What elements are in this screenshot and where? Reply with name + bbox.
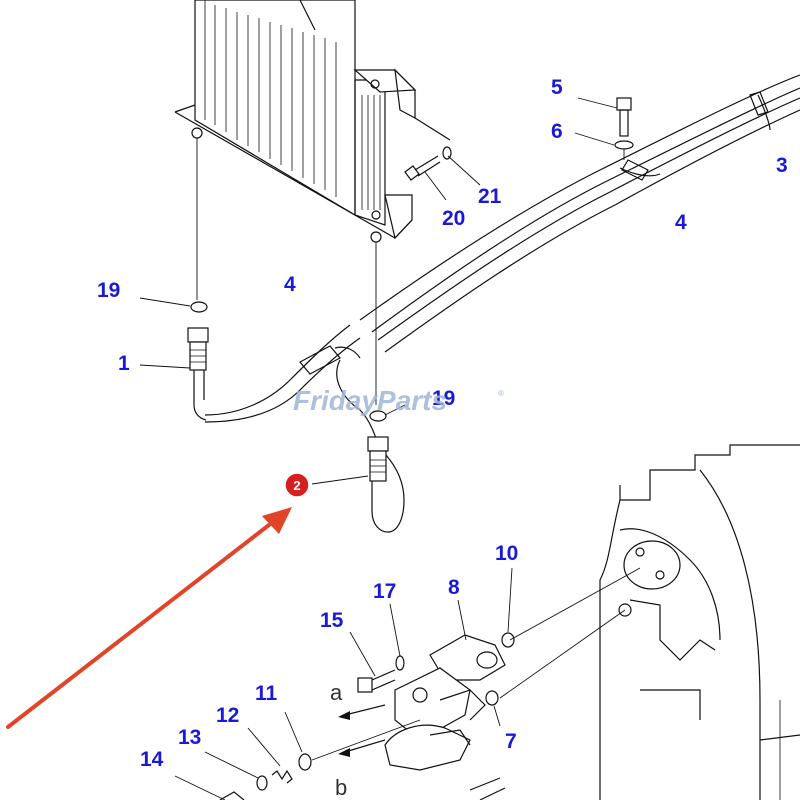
callout-1: 1 [118,352,130,375]
direction-arrows: a b [330,680,506,800]
hose-fitting-2 [311,404,406,533]
callout-labels: 1 3 4 4 5 6 7 8 10 11 12 13 14 15 17 19 … [97,76,788,771]
callout-10: 10 [495,542,518,565]
highlight-badge [284,472,310,498]
callout-3: 3 [776,154,788,177]
watermark-logo: FridayParts ® [293,385,504,416]
transmission-housing [599,444,800,800]
valve-bolt [349,603,405,693]
clamp-bolt [574,97,634,160]
callout-4-lower: 4 [284,273,296,296]
watermark-registered: ® [498,389,504,398]
callout-15: 15 [320,609,344,632]
callout-7: 7 [505,730,517,753]
oil-cooler [174,0,451,405]
hose-fitting-1 [139,297,209,421]
watermark-text: FridayParts [293,385,447,416]
direction-mark-b: b [335,775,347,800]
mounting-bolt [404,146,481,201]
highlight-badge-label: 2 [293,478,300,493]
highlight-pointer: 2 [6,472,310,729]
callout-20: 20 [442,207,465,230]
callout-6: 6 [551,120,563,143]
hose-lines [204,74,800,451]
callout-14: 14 [140,748,164,771]
red-arrow-head-icon [262,507,292,534]
callout-21: 21 [478,185,502,208]
callout-5: 5 [551,76,563,99]
callout-19-lower: 19 [432,387,455,410]
callout-17: 17 [373,580,396,603]
callout-19-upper: 19 [97,279,120,302]
callout-11: 11 [255,682,278,705]
callout-8: 8 [448,576,460,599]
callout-13: 13 [178,726,201,749]
direction-mark-a: a [330,680,343,705]
callout-12: 12 [216,704,239,727]
relief-valve-parts [174,711,421,800]
callout-4-upper: 4 [675,211,687,234]
red-arrow-shaft [6,516,280,729]
